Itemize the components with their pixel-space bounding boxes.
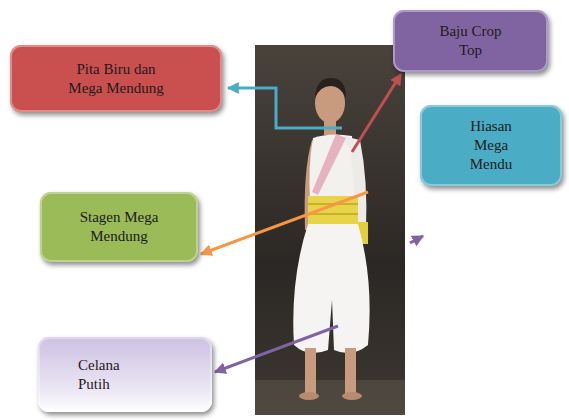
leader-line: [410, 236, 423, 243]
white-pants: [293, 224, 369, 353]
callout-box: Pita Biru dan Mega Mendung: [10, 45, 222, 112]
callout-box: Stagen Mega Mendung: [40, 192, 198, 262]
leg: [345, 348, 356, 393]
callout-label: Hiasan Mega Mendu: [462, 117, 520, 173]
leader-line: [201, 192, 368, 254]
callout-box: Baju Crop Top: [393, 10, 548, 72]
foot: [299, 392, 319, 400]
callout-box: Hiasan Mega Mendu: [420, 105, 562, 186]
photo-floor: [255, 380, 405, 415]
leader-line: [215, 326, 338, 372]
callout-label: Celana Putih: [78, 356, 140, 394]
callout-box: Celana Putih: [38, 337, 212, 412]
ribbon: [312, 134, 346, 195]
leader-lines: [201, 74, 423, 372]
leg: [305, 348, 316, 393]
callout-label: Baju Crop Top: [431, 22, 511, 60]
leader-line: [228, 88, 342, 128]
foot: [342, 392, 362, 400]
leader-line: [352, 74, 401, 152]
callout-label: Pita Biru dan Mega Mendung: [64, 60, 169, 98]
callout-label: Stagen Mega Mendung: [67, 208, 172, 246]
hair: [315, 78, 346, 98]
